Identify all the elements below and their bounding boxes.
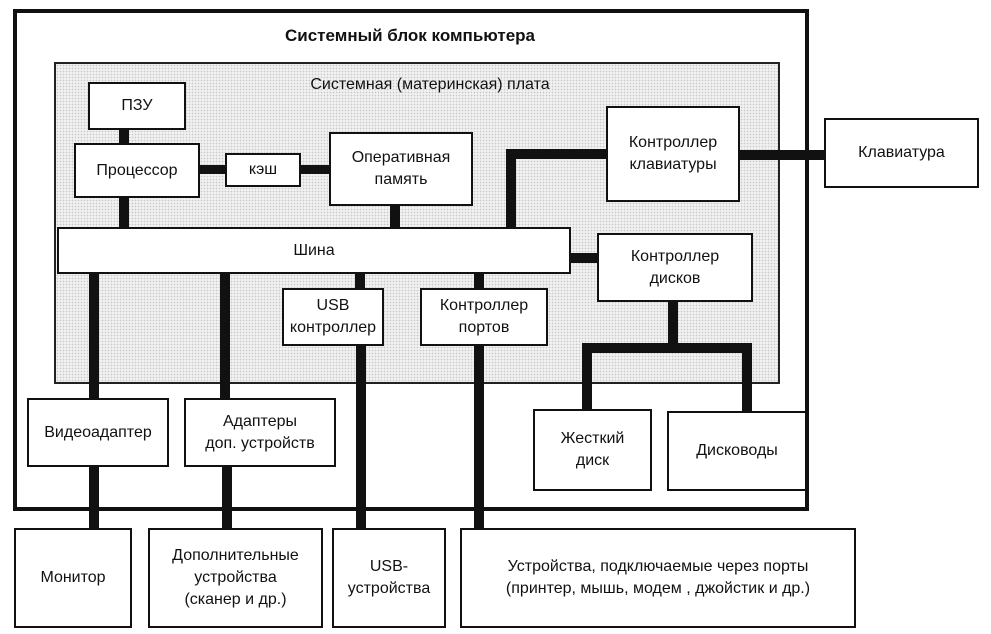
edge-cpu-cache: [199, 165, 227, 174]
keyboard-controller-label-line2: клавиатуры: [629, 156, 717, 173]
video-adapter-label: Видеоадаптер: [44, 423, 152, 441]
bus-label: Шина: [293, 241, 335, 259]
disk-controller-box: Контроллер дисков: [597, 233, 753, 302]
usb-devices-box: USB- устройства: [332, 528, 446, 628]
port-devices-box: Устройства, подключаемые через порты (пр…: [460, 528, 856, 628]
drives-label: Дисководы: [696, 442, 778, 459]
usb-devices-label-line2: устройства: [347, 580, 431, 597]
rom-box: ПЗУ: [88, 82, 186, 130]
usb-controller-label-line2: контроллер: [289, 319, 377, 336]
extra-adapters-box: Адаптеры доп. устройств: [184, 398, 336, 467]
edge-portctrl-portdev: [474, 344, 484, 530]
system-unit-title: Системный блок компьютера: [285, 26, 535, 45]
hard-disk-label-line2: диск: [575, 452, 610, 469]
ram-box: Оперативная память: [329, 132, 473, 206]
edge-kbctrl-keyboard: [738, 150, 826, 160]
keyboard-box: Клавиатура: [824, 118, 979, 188]
cpu-box: Процессор: [74, 143, 200, 198]
edge-bus-video: [89, 272, 99, 400]
extra-devices-label-line2: устройства: [194, 569, 277, 586]
rom-label: ПЗУ: [121, 97, 153, 114]
monitor-box: Монитор: [14, 528, 132, 628]
hard-disk-box: Жесткий диск: [533, 409, 652, 491]
extra-devices-label-line3: (сканер и др.): [184, 591, 287, 608]
motherboard-title: Системная (материнская) плата: [310, 76, 550, 93]
edge-kbctrl-bus-h: [506, 149, 608, 159]
bus-box: Шина: [57, 227, 571, 274]
usb-controller-label-line1: USB: [316, 297, 350, 314]
keyboard-controller-box: Контроллер клавиатуры: [606, 106, 740, 202]
extra-devices-label-line1: Дополнительные: [172, 547, 299, 564]
monitor-label: Монитор: [40, 569, 106, 586]
hard-disk-label-line1: Жесткий: [560, 430, 625, 447]
edge-bus-portctrl: [474, 272, 484, 290]
cache-label: кэш: [248, 161, 278, 178]
keyboard-label: Клавиатура: [858, 144, 945, 161]
disk-controller-label-line2: дисков: [649, 269, 701, 287]
edge-ram-bus: [390, 205, 400, 229]
cpu-label: Процессор: [96, 161, 178, 179]
edge-kbctrl-bus-v: [506, 149, 516, 229]
edge-adapters-extradev: [222, 466, 232, 530]
port-devices-label-line1: Устройства, подключаемые через порты: [507, 558, 809, 575]
port-controller-box: Контроллер портов: [420, 288, 548, 346]
edge-cpu-bus: [119, 197, 129, 229]
ram-label-line2: память: [374, 171, 428, 188]
disk-controller-label-line1: Контроллер: [630, 247, 720, 265]
edge-diskctrl-harddisk: [582, 343, 592, 411]
usb-controller-box: USB контроллер: [282, 288, 384, 346]
extra-devices-box: Дополнительные устройства (сканер и др.): [148, 528, 323, 628]
edge-usbctrl-usbdev: [356, 344, 366, 530]
port-devices-label-line2: (принтер, мышь, модем , джойстик и др.): [505, 580, 811, 597]
edge-bus-usbctrl: [355, 272, 365, 290]
edge-diskctrl-hbar: [582, 343, 752, 353]
edge-diskctrl-drives: [742, 343, 752, 413]
ram-label-line1: Оперативная: [351, 149, 451, 166]
cache-box: кэш: [225, 153, 301, 187]
edge-bus-diskctrl: [568, 253, 600, 263]
port-controller-label-line1: Контроллер: [439, 297, 529, 314]
video-adapter-box: Видеоадаптер: [27, 398, 169, 467]
drives-box: Дисководы: [667, 411, 807, 491]
port-controller-label-line2: портов: [458, 319, 510, 336]
edge-cache-ram: [299, 165, 331, 174]
usb-devices-label-line1: USB-: [369, 558, 409, 575]
edge-video-monitor: [89, 464, 99, 530]
extra-adapters-label-line2: доп. устройств: [205, 434, 315, 452]
edge-rom-cpu: [119, 129, 129, 145]
edge-diskctrl-trunk: [668, 300, 678, 346]
edge-bus-adapters: [220, 272, 230, 400]
extra-adapters-label-line1: Адаптеры: [222, 412, 297, 430]
keyboard-controller-label-line1: Контроллер: [628, 134, 718, 151]
